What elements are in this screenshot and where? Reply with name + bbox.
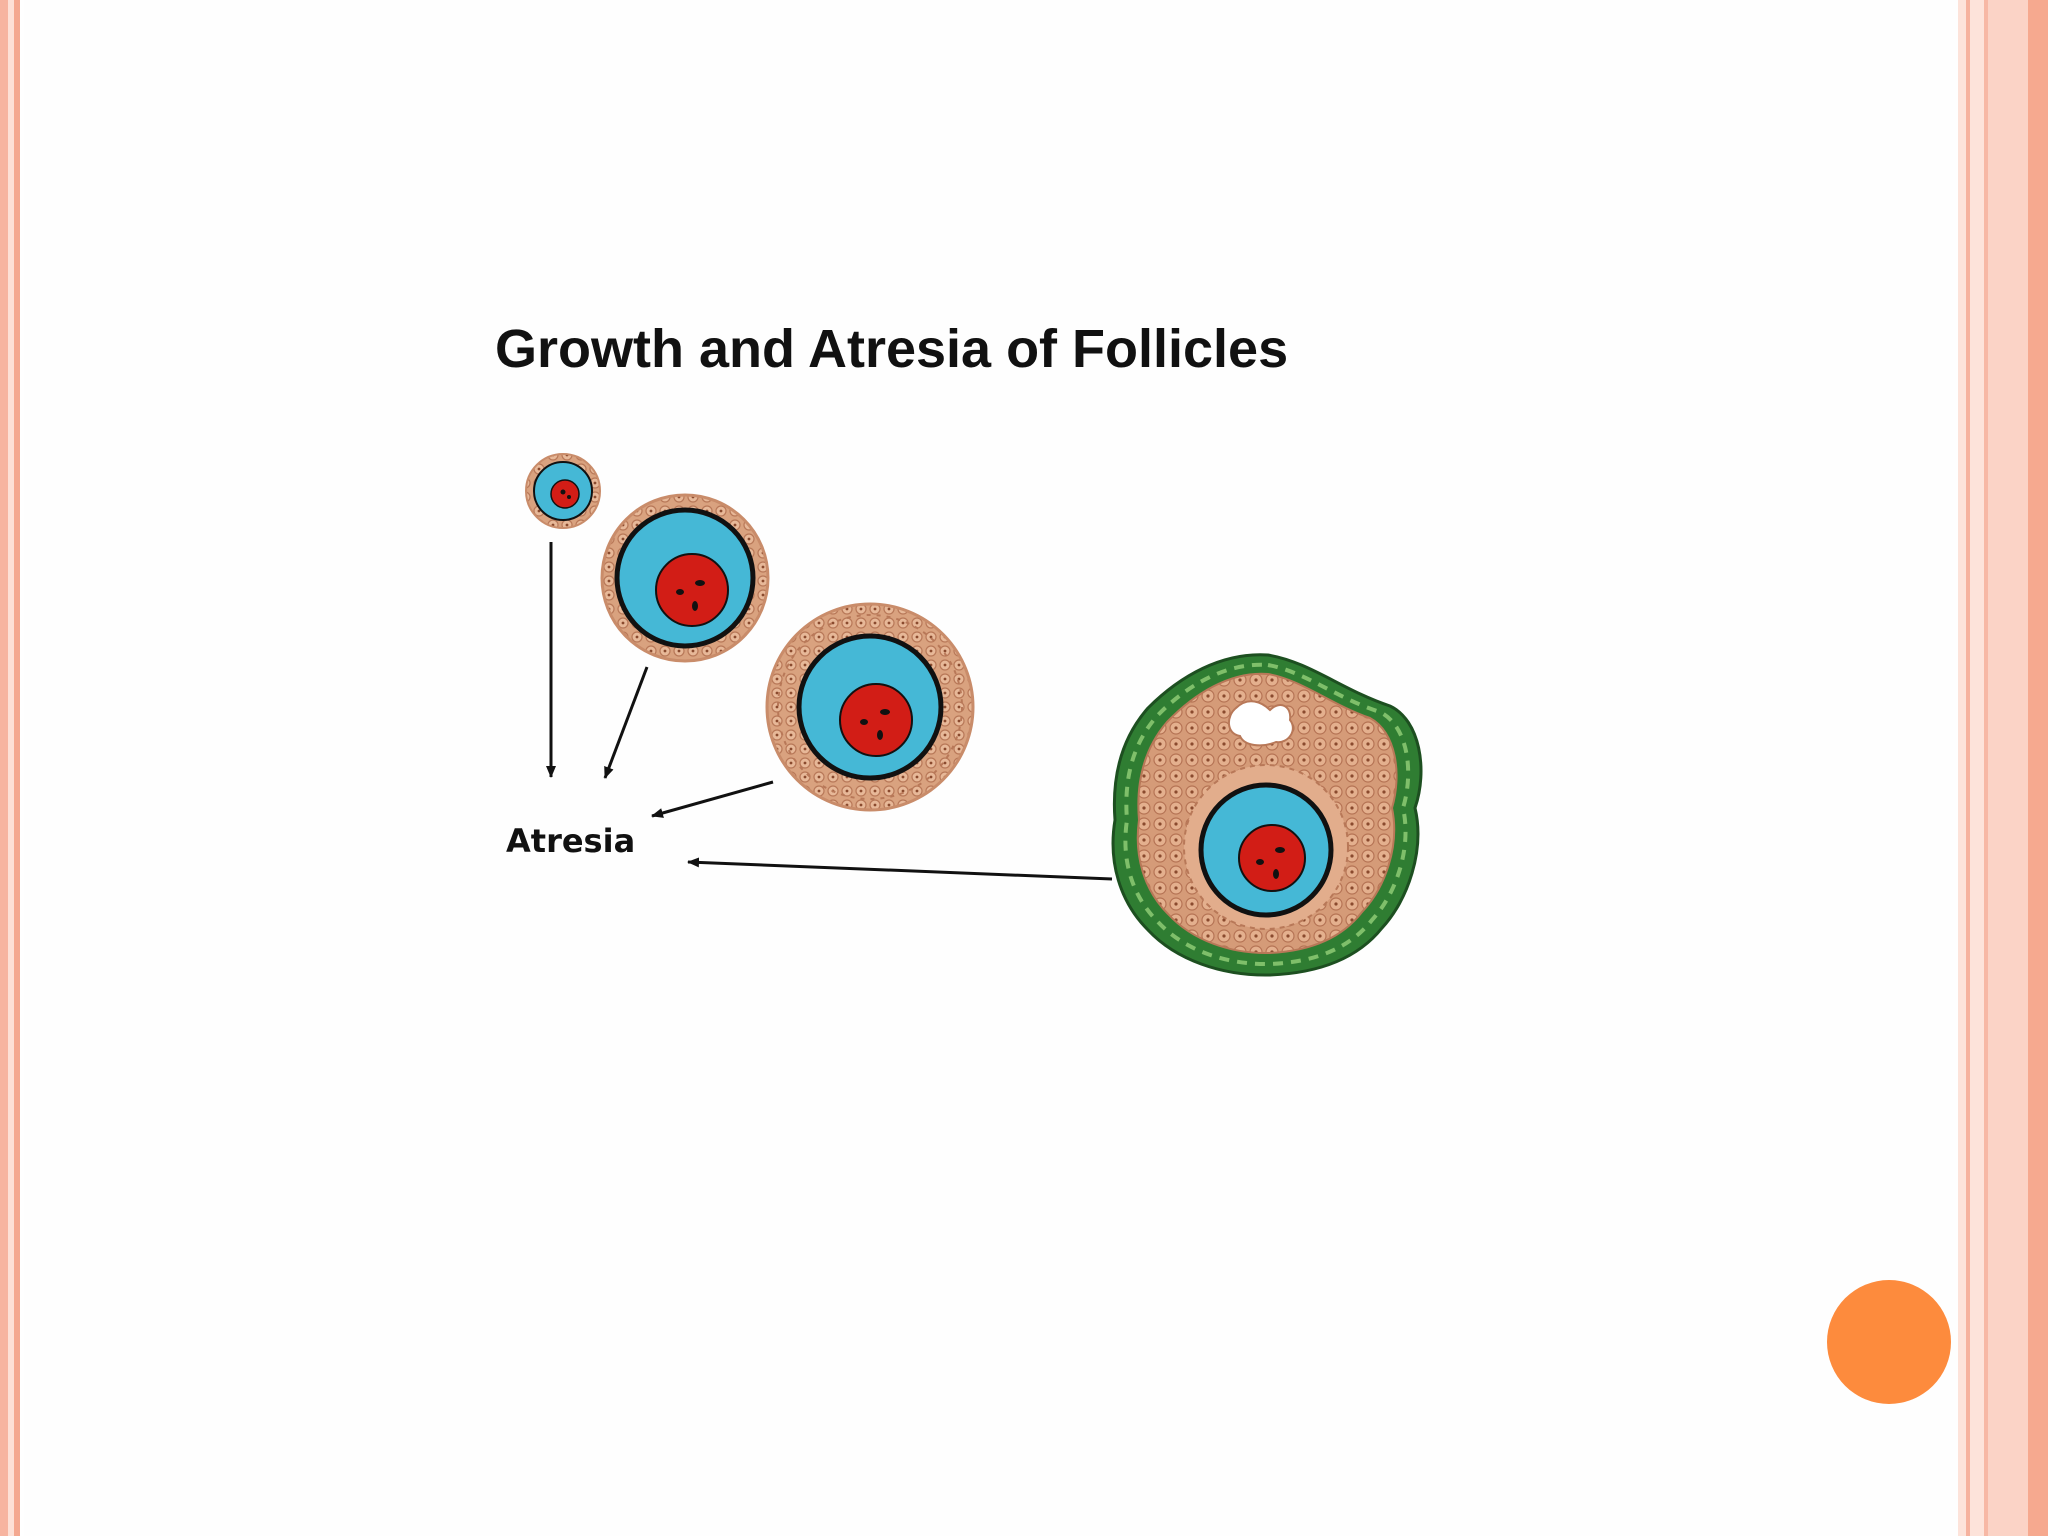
orange-circle-decoration bbox=[1827, 1280, 1951, 1404]
atresia-label: Atresia bbox=[506, 822, 636, 860]
secondary-follicle bbox=[765, 602, 975, 812]
arrow-2-to-atresia bbox=[603, 666, 649, 779]
diagram-title: Growth and Atresia of Follicles bbox=[495, 319, 1289, 379]
left-decorative-border bbox=[0, 0, 24, 1536]
arrow-3-to-atresia bbox=[651, 780, 774, 818]
primordial-follicle bbox=[525, 453, 601, 529]
right-decorative-border bbox=[1958, 0, 2048, 1536]
antral-follicle bbox=[1111, 653, 1423, 977]
arrow-4-to-atresia bbox=[687, 857, 1113, 881]
primary-follicle bbox=[600, 493, 770, 663]
